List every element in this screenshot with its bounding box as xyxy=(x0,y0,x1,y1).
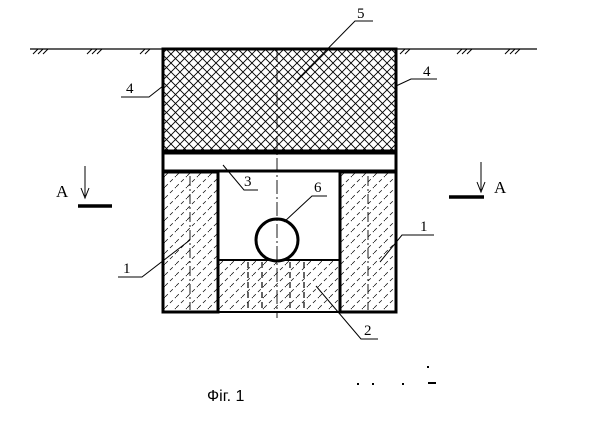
wall-axis-lines xyxy=(189,176,369,310)
leader-lines xyxy=(118,20,437,340)
section-marker-right: A xyxy=(449,162,507,199)
label-3: 3 xyxy=(244,174,252,190)
label-2: 2 xyxy=(364,323,372,339)
label-4-left: 4 xyxy=(126,81,134,97)
label-5: 5 xyxy=(357,6,365,22)
label-1-right: 1 xyxy=(420,219,428,235)
bottom-fill xyxy=(217,259,341,313)
label-4-right: 4 xyxy=(423,64,431,80)
figure-caption: Фіг. 1 xyxy=(207,388,244,405)
label-6: 6 xyxy=(314,180,322,196)
top-fill-layer xyxy=(161,47,398,153)
cover-slab xyxy=(161,151,398,173)
label-1-left: 1 xyxy=(123,261,131,277)
section-label-left: A xyxy=(56,182,69,201)
left-wall xyxy=(161,170,220,314)
scan-specks xyxy=(357,366,436,385)
section-marker-left: A xyxy=(56,166,112,208)
section-label-right: A xyxy=(494,178,507,197)
bottom-fill-dashes xyxy=(247,262,305,310)
